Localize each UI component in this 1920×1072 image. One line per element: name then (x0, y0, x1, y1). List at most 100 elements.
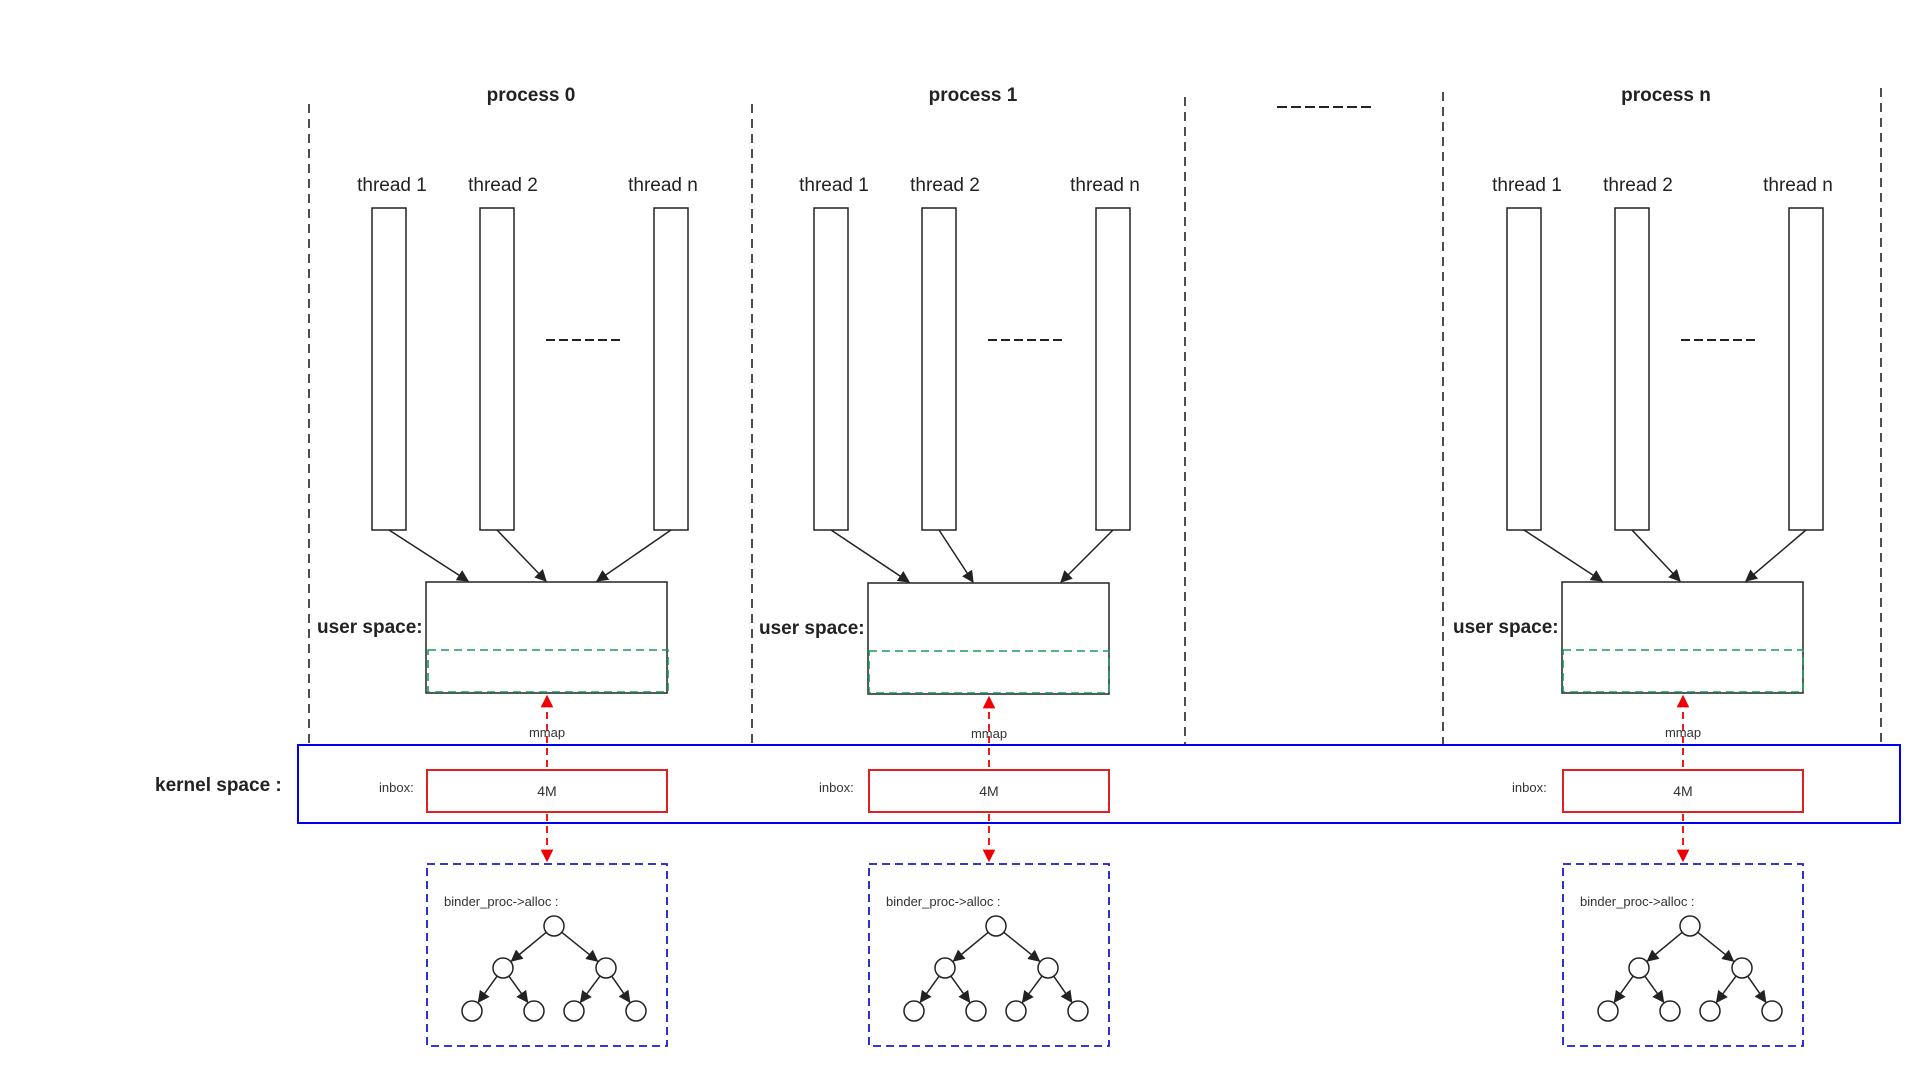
tree-edge (1003, 931, 1041, 962)
thread-arrow (596, 529, 672, 582)
mmap-label: mmap (1665, 725, 1701, 740)
tree-edge (611, 975, 631, 1003)
inbox-buffer-size: 4M (979, 783, 998, 799)
thread-bar (1788, 207, 1824, 531)
tree-edge (508, 975, 529, 1004)
tree-node (563, 1000, 585, 1022)
tree-node (492, 957, 514, 979)
tree-edge (1697, 931, 1735, 962)
kernel-space-label: kernel space : (155, 775, 282, 796)
inbox-buffer (426, 769, 668, 813)
thread-bar (1614, 207, 1650, 531)
inbox-label: inbox: (1512, 780, 1547, 795)
tree-edge (1053, 975, 1073, 1003)
tree-node (985, 915, 1007, 937)
thread-label: thread n (1070, 175, 1140, 196)
thread-arrow (388, 529, 470, 582)
process-title: process 0 (487, 85, 576, 106)
inbox-buffer-size: 4M (537, 783, 556, 799)
thread-arrow (1745, 529, 1807, 582)
thread-label: thread 2 (1603, 175, 1673, 196)
alloc-box (1562, 863, 1804, 1047)
alloc-tree (1597, 915, 1783, 1022)
tree-node (595, 957, 617, 979)
user-space-label: user space: (759, 618, 865, 639)
tree-node (461, 1000, 483, 1022)
tree-node (1731, 957, 1753, 979)
user-space-box (867, 582, 1110, 695)
alloc-box (426, 863, 668, 1047)
alloc-box (868, 863, 1110, 1047)
thread-label: thread n (628, 175, 698, 196)
tree-node (934, 957, 956, 979)
tree-edge (950, 975, 971, 1004)
thread-bar (479, 207, 515, 531)
thread-label: thread 2 (910, 175, 980, 196)
tree-node (1037, 957, 1059, 979)
user-space-box (1561, 581, 1804, 694)
thread-bar (1095, 207, 1131, 531)
user-space-box (425, 581, 668, 694)
tree-node (1597, 1000, 1619, 1022)
tree-node (1067, 1000, 1089, 1022)
tree-node (625, 1000, 647, 1022)
tree-edge (1021, 975, 1043, 1004)
inbox-buffer (868, 769, 1110, 813)
inbox-buffer-size: 4M (1673, 783, 1692, 799)
thread-arrow (830, 529, 910, 583)
thread-label: thread 1 (357, 175, 427, 196)
thread-arrow (938, 529, 974, 584)
tree-edge (1747, 975, 1767, 1003)
thread-bar (813, 207, 849, 531)
alloc-label: binder_proc->alloc : (444, 894, 559, 909)
tree-edge (919, 975, 940, 1004)
user-space-label: user space: (1453, 617, 1559, 638)
process-0: process 0 thread 1 thread 2 thread n use… (317, 85, 698, 1047)
thread-label: thread 1 (799, 175, 869, 196)
tree-edge (1613, 975, 1634, 1004)
thread-arrow (1631, 529, 1681, 582)
thread-arrow (496, 529, 547, 582)
mmap-shared-region (1562, 649, 1804, 693)
tree-node (965, 1000, 987, 1022)
thread-arrow (1060, 529, 1114, 583)
thread-label: thread n (1763, 175, 1833, 196)
tree-node (523, 1000, 545, 1022)
thread-bar (921, 207, 957, 531)
user-space-label: user space: (317, 617, 423, 638)
tree-node (1699, 1000, 1721, 1022)
mmap-label: mmap (971, 726, 1007, 741)
inbox-label: inbox: (379, 780, 414, 795)
tree-node (1679, 915, 1701, 937)
tree-edge (1646, 931, 1683, 962)
tree-node (543, 915, 565, 937)
tree-edge (561, 931, 599, 962)
tree-edge (477, 975, 498, 1004)
tree-edge (579, 975, 601, 1004)
alloc-tree (461, 915, 647, 1022)
tree-node (903, 1000, 925, 1022)
inbox-label: inbox: (819, 780, 854, 795)
thread-label: thread 1 (1492, 175, 1562, 196)
thread-bar (371, 207, 407, 531)
tree-node (1628, 957, 1650, 979)
tree-edge (952, 931, 989, 962)
process-1: process 1 thread 1 thread 2 thread n use… (759, 85, 1140, 1047)
process-title: process n (1621, 85, 1711, 106)
mmap-shared-region (868, 650, 1110, 694)
tree-edge (1644, 975, 1665, 1004)
tree-node (1005, 1000, 1027, 1022)
tree-edge (1715, 975, 1737, 1004)
tree-node (1761, 1000, 1783, 1022)
kernel-space-band (297, 744, 1901, 824)
thread-bar (653, 207, 689, 531)
thread-bar (1506, 207, 1542, 531)
mmap-label: mmap (529, 725, 565, 740)
thread-arrow (1523, 529, 1604, 582)
process-n: process n thread 1 thread 2 thread n use… (1453, 85, 1833, 1047)
mmap-shared-region (427, 649, 669, 693)
process-title: process 1 (929, 85, 1018, 106)
alloc-label: binder_proc->alloc : (1580, 894, 1695, 909)
alloc-tree (903, 915, 1089, 1022)
